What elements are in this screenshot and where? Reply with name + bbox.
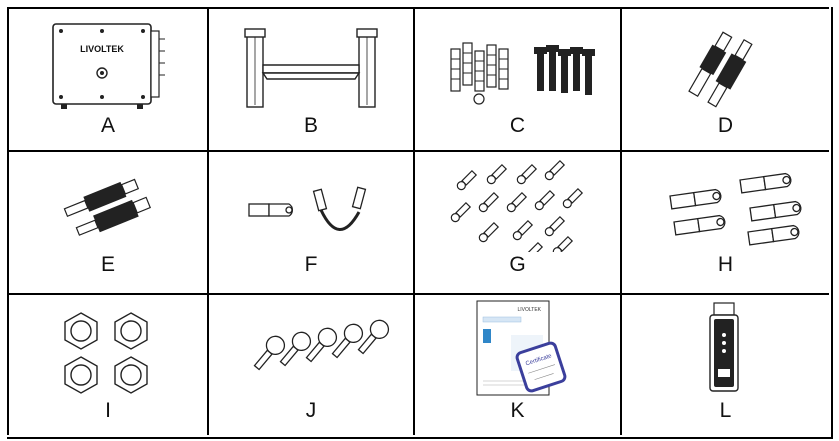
wall-bracket-icon bbox=[209, 9, 413, 109]
item-cell-e: E bbox=[7, 150, 207, 293]
item-label: E bbox=[9, 253, 207, 277]
item-label: D bbox=[622, 114, 829, 138]
item-label: K bbox=[415, 399, 620, 423]
item-cell-k: LIVOLTEK Certificate K bbox=[413, 293, 620, 435]
item-cell-g: G bbox=[413, 150, 620, 293]
item-label: A bbox=[9, 114, 207, 138]
item-cell-c: C bbox=[413, 7, 620, 150]
item-label: G bbox=[415, 253, 620, 277]
item-cell-a: LIVOLTEK A bbox=[7, 7, 207, 150]
item-label: J bbox=[209, 399, 413, 423]
manual-logo: LIVOLTEK bbox=[517, 307, 541, 313]
hex-nuts-icon bbox=[9, 295, 207, 395]
pan-head-screws-icon bbox=[209, 295, 413, 395]
inverter-logo: LIVOLTEK bbox=[80, 44, 124, 54]
item-cell-i: I bbox=[7, 293, 207, 435]
item-cell-h: H bbox=[620, 150, 829, 293]
item-label: B bbox=[209, 114, 413, 138]
item-label: L bbox=[622, 399, 829, 423]
item-cell-d: D bbox=[620, 7, 829, 150]
cord-end-terminals-icon bbox=[415, 152, 620, 252]
wifi-dongle-icon bbox=[622, 295, 829, 395]
ground-lug-and-wire-icon bbox=[209, 152, 413, 252]
item-label: H bbox=[622, 253, 829, 277]
ring-terminals-icon bbox=[622, 152, 829, 252]
item-cell-l: L bbox=[620, 293, 829, 435]
inverter-icon: LIVOLTEK bbox=[9, 9, 207, 109]
item-cell-j: J bbox=[207, 293, 413, 435]
manual-and-certificate-icon: LIVOLTEK Certificate bbox=[415, 295, 620, 399]
item-cell-f: F bbox=[207, 150, 413, 293]
dc-connector-icon bbox=[622, 9, 829, 109]
expansion-bolts-and-screws-icon bbox=[415, 9, 620, 109]
pv-connector-pair-icon bbox=[9, 152, 207, 252]
item-label: C bbox=[415, 114, 620, 138]
item-label: I bbox=[9, 399, 207, 423]
item-label: F bbox=[209, 253, 413, 277]
package-contents-grid: LIVOLTEK A B bbox=[7, 7, 833, 439]
item-cell-b: B bbox=[207, 7, 413, 150]
